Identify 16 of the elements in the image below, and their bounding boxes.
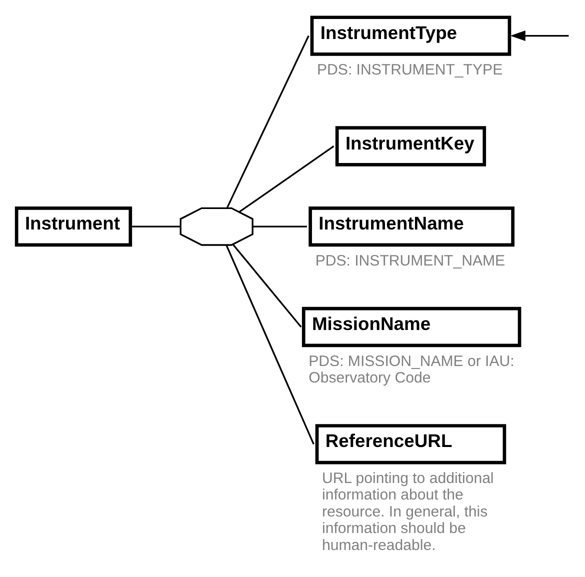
node-label: URL pointing to additional information about the resource. In general, this information should be human-readable. (322, 470, 494, 554)
node-box: InstrumentName (308, 206, 514, 247)
connector (232, 244, 302, 328)
node-box: InstrumentType (310, 16, 512, 56)
node-box: ReferenceURL (315, 424, 506, 464)
node-label: PDS: INSTRUMENT_TYPE (317, 62, 503, 79)
connector (252, 226, 307, 228)
node-box: MissionName (302, 306, 522, 348)
node-octagon (180, 207, 254, 246)
node-label: PDS: MISSION_NAME or IAU: Observatory Code (308, 352, 514, 387)
connector (226, 35, 310, 208)
node-label: PDS: INSTRUMENT_NAME (315, 252, 506, 270)
connector (132, 226, 180, 228)
connector (238, 146, 334, 213)
connector (226, 244, 314, 444)
arrow (510, 30, 569, 42)
